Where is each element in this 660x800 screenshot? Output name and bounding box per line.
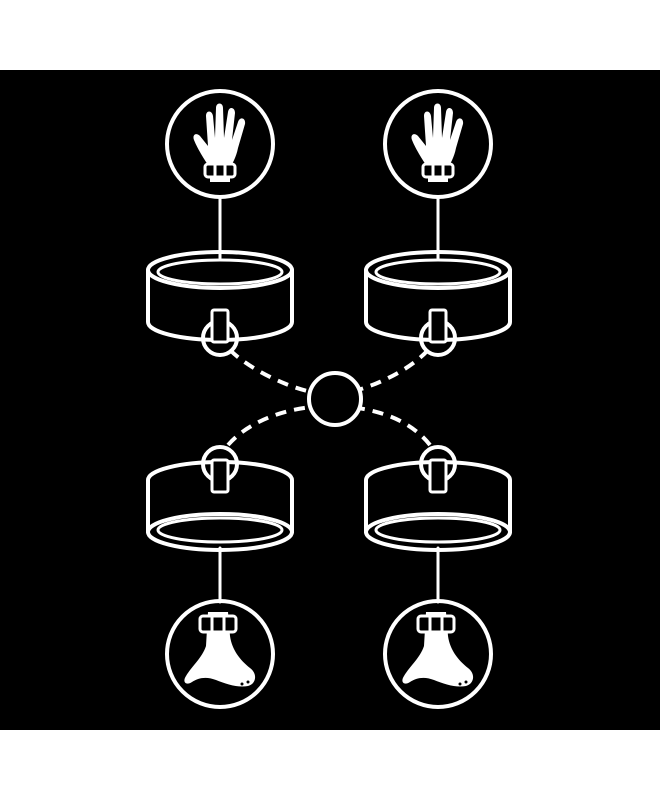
cuff-icon [146,445,294,552]
o-ring-icon [307,371,363,427]
cuff-icon [146,250,294,357]
foot-with-cuff-icon [165,599,275,709]
chain-top-left [228,348,313,394]
illustration-panel [0,70,660,730]
hand-with-cuff-icon [383,89,493,199]
chain-bottom-left [226,405,313,447]
restraint-diagram [146,89,512,709]
cuff-icon [364,445,512,552]
chain-top-right [357,348,430,392]
chain-bottom-right [357,406,432,447]
foot-with-cuff-icon [383,599,493,709]
hand-with-cuff-icon [165,89,275,199]
cuff-icon [364,250,512,357]
